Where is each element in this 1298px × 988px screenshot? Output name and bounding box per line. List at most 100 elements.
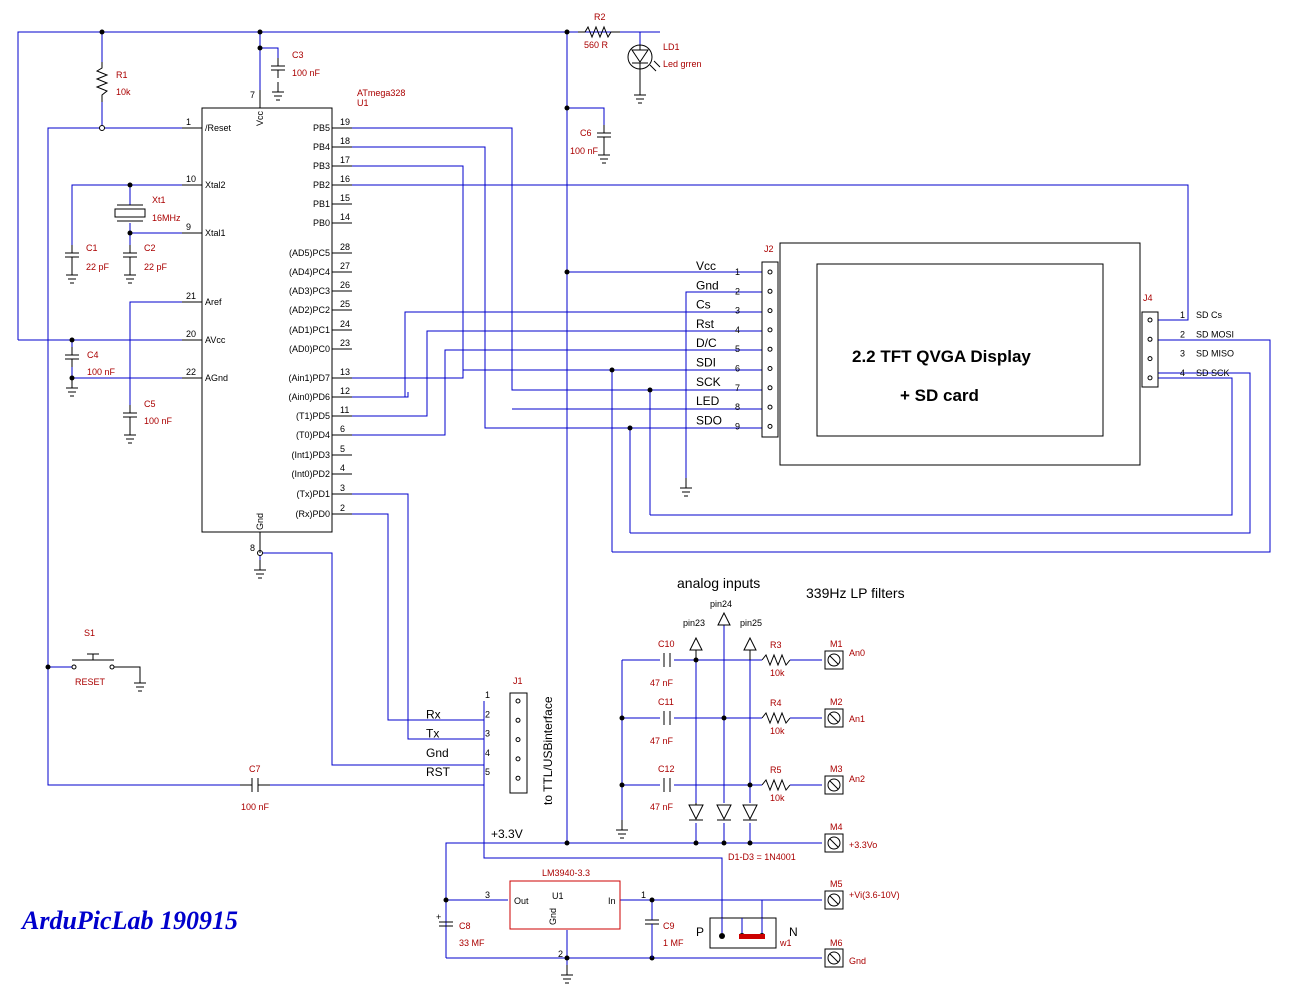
mcu-pin-num: 27 [340, 261, 350, 271]
j4-pin-signal: SD MISO [1196, 349, 1234, 359]
reg-part: LM3940-3.3 [542, 868, 590, 878]
mcu-pin-name: (AD5)PC5 [289, 248, 330, 258]
mcu-gnd-pin: 8 [250, 543, 255, 553]
r3-ref: R3 [770, 640, 782, 650]
j4-pin-num: 2 [1180, 329, 1185, 339]
c8-value: 33 MF [459, 938, 485, 948]
mcu-vcc-pin: 7 [250, 90, 255, 100]
j1-pin-num: 3 [485, 729, 490, 739]
mcu-pin-name: (AD4)PC4 [289, 267, 330, 277]
xt1-ref: Xt1 [152, 195, 166, 205]
c5-ref: C5 [144, 399, 156, 409]
resistor-r5: R5 10k [761, 765, 791, 803]
mcu-pin-name: (Rx)PD0 [295, 509, 330, 519]
analog-pin-24: pin24 [710, 599, 732, 609]
mcu-pin-name: PB4 [313, 142, 330, 152]
j1-pin-signal: Rx [426, 707, 441, 721]
analog-pin-25: pin25 [740, 618, 762, 628]
j4-pin-signal: SD SCK [1196, 368, 1230, 378]
mcu-pin-num: 11 [340, 405, 349, 415]
j2-pin-signal: SCK [696, 375, 721, 389]
r4-value: 10k [770, 726, 785, 736]
j1-pin-num: 2 [485, 709, 490, 719]
c6-ref: C6 [580, 128, 592, 138]
capacitor-c10: C10 47 nF [650, 639, 675, 688]
mcu-pin-name: (T1)PD5 [296, 411, 330, 421]
mcu-pin-num: 3 [340, 483, 345, 493]
c3-ref: C3 [292, 50, 304, 60]
j2-pin-signal: Cs [696, 298, 711, 312]
r1-value: 10k [116, 87, 131, 97]
j2-pin-signal: Rst [696, 317, 715, 331]
capacitor-c12: C12 47 nF [650, 764, 675, 812]
switch-s1: S1 RESET [71, 628, 147, 692]
j2-pin-num: 1 [735, 267, 740, 277]
mcu-pin-num: 5 [340, 444, 345, 454]
wiring [17, 31, 1271, 965]
mcu-pin-name: Xtal1 [205, 228, 226, 238]
j1-pin-signal: Tx [426, 727, 439, 741]
r2-ref: R2 [594, 12, 606, 22]
j4-ref: J4 [1143, 293, 1153, 303]
mcu-pin-num: 10 [186, 174, 196, 184]
j2-pin-signal: SDO [696, 413, 722, 427]
crystal-xt1: Xt1 16MHz [114, 195, 181, 223]
r5-ref: R5 [770, 765, 782, 775]
mcu-part: ATmega328 [357, 88, 405, 98]
mcu-pin-num: 1 [186, 117, 191, 127]
resistor-r3: R3 10k [761, 640, 791, 678]
mcu-pin-num: 21 [186, 291, 196, 301]
c11-value: 47 nF [650, 736, 674, 746]
mcu-pin-num: 23 [340, 338, 350, 348]
r4-ref: R4 [770, 698, 782, 708]
mcu-pin-name: PB2 [313, 180, 330, 190]
j1-pin-num: 5 [485, 767, 490, 777]
mcu-pin-name: AGnd [205, 373, 228, 383]
mcu-pin-num: 14 [340, 212, 350, 222]
mcu-vcc-label: Vcc [255, 110, 265, 126]
c1-ref: C1 [86, 243, 98, 253]
capacitor-c2: C2 22 pF [122, 243, 168, 284]
w1-p: P [696, 925, 704, 939]
mcu-pin-num: 26 [340, 280, 350, 290]
mcu-pin-name: Xtal2 [205, 180, 226, 190]
m6-ref: M6 [830, 938, 843, 948]
j4-pin-signal: SD Cs [1196, 310, 1223, 320]
mcu-atmega328: 7 8 Vcc Gnd ATmega328 U1 1/Reset10Xtal29… [182, 88, 405, 553]
j4-pin-num: 4 [1180, 368, 1185, 378]
capacitor-c5: C5 100 nF [122, 399, 173, 444]
m2-label: An1 [849, 714, 865, 724]
c9-value: 1 MF [663, 938, 684, 948]
j2-pin-signal: Vcc [696, 259, 716, 273]
mcu-ref: U1 [357, 98, 369, 108]
m1-label: An0 [849, 648, 865, 658]
mcu-pin-num: 25 [340, 299, 350, 309]
c2-ref: C2 [144, 243, 156, 253]
w1-n: N [789, 925, 798, 939]
c10-ref: C10 [658, 639, 675, 649]
j2-pin-num: 7 [735, 383, 740, 393]
j1-pin-signal: RST [426, 765, 451, 779]
m2-ref: M2 [830, 697, 843, 707]
mcu-pin-num: 6 [340, 424, 345, 434]
s1-ref: S1 [84, 628, 95, 638]
c9-ref: C9 [663, 921, 675, 931]
capacitor-c4: C4 100 nF [64, 346, 116, 397]
j4-pin-signal: SD MOSI [1196, 329, 1234, 339]
mcu-pin-name: /Reset [205, 123, 232, 133]
mcu-gnd-label: Gnd [255, 513, 265, 530]
xt1-value: 16MHz [152, 213, 181, 223]
resistor-r1: R1 10k [95, 62, 131, 102]
display-line2: + SD card [900, 386, 979, 405]
j2-pin-signal: SDI [696, 356, 716, 370]
c5-value: 100 nF [144, 416, 173, 426]
j1-pin-num: 4 [485, 748, 490, 758]
diodes-note: D1-D3 = 1N4001 [728, 852, 796, 862]
